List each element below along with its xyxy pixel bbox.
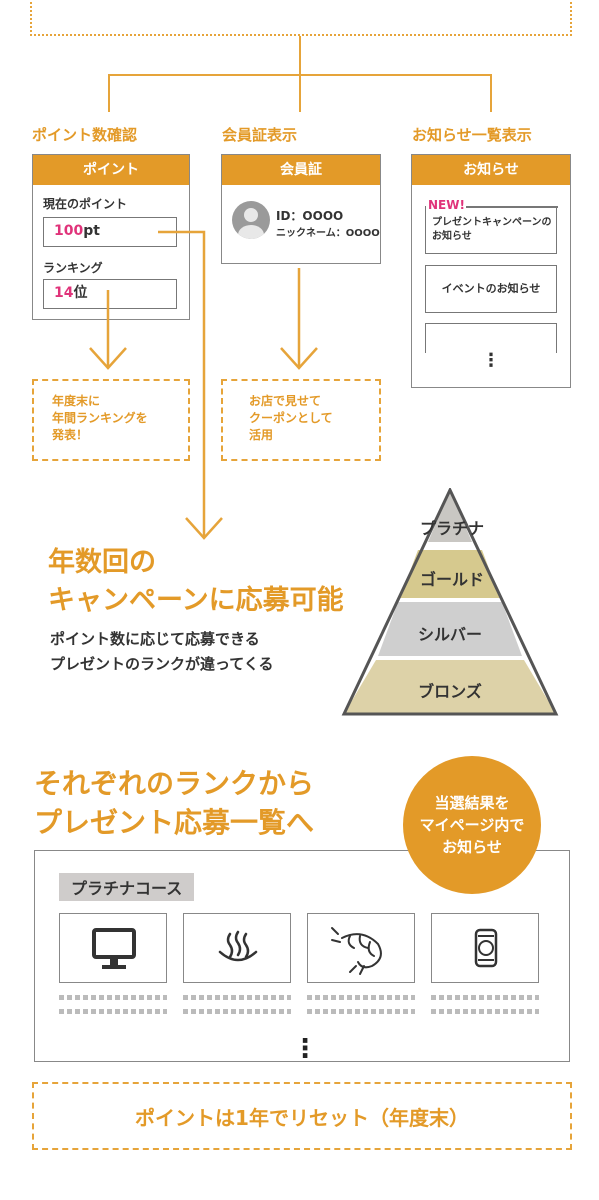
top-section-box [30,0,572,36]
prize-item-hot-spring[interactable] [183,913,291,983]
prize-list-panel: プラチナコース [34,850,570,1062]
news-card-header: お知らせ [412,155,570,185]
prize-item-beer-can[interactable] [431,913,539,983]
coupon-note-box: お店で見せて クーポンとして 活用 [221,379,381,461]
bubble-line-2: マイページ内で [419,816,525,834]
campaign-heading-line-1: 年数回の [48,547,156,578]
connector-center-drop [299,74,301,112]
ranking-note-box: 年度末に 年間ランキングを 発表！ [32,379,190,461]
bubble-line-3: お知らせ [442,838,502,856]
ranking-label: ランキング [43,261,103,275]
points-unit: pt [83,223,100,239]
rank-label-platinum: プラチナ [419,519,484,538]
monitor-icon [92,928,136,969]
rank-value-field: 14位 [43,279,177,309]
reset-note-text: ポイントは1年でリセット（年度末） [135,1106,469,1130]
pyramid-tier-silver [378,602,522,656]
rank-label-silver: シルバー [417,625,482,644]
prize-text-placeholder [307,995,415,1000]
connector-vertical-main [299,36,301,76]
news-column-title: お知らせ一覧表示 [412,126,532,144]
ranking-note-line-2: 年間ランキングを [52,411,148,425]
result-notice-bubble: 当選結果を マイページ内で お知らせ [403,756,541,894]
pyramid-tier-platinum [428,490,472,542]
shrimp-icon [331,927,382,975]
news-card: お知らせ NEW! プレゼントキャンペーンのお知らせ イベントのお知らせ ⋮ [411,154,571,388]
new-badge: NEW! [428,198,465,212]
prize-text-placeholder [183,1009,291,1014]
rank-value: 14 [54,285,74,301]
prizes-heading-line-2: プレゼント応募一覧へ [34,806,315,839]
rank-label-gold: ゴールド [419,570,484,589]
reset-note-box: ポイントは1年でリセット（年度末） [32,1082,572,1150]
beer-can-icon [474,928,498,968]
connector-right-drop [490,74,492,112]
campaign-desc-line-1: ポイント数に応じて応募できる [50,630,260,648]
coupon-note-line-1: お店で見せて [249,394,322,408]
hot-spring-icon [218,930,258,962]
news-item-placeholder [425,323,557,353]
arrowhead-points [89,347,127,370]
member-id: ID：OOOO [276,209,344,223]
arrow-points-to-campaign [158,230,206,538]
rank-pyramid [341,488,559,716]
course-label: プラチナコース [59,873,195,901]
pyramid-tier-platinum-band [416,542,484,548]
avatar [232,201,270,239]
arrowhead-member [280,347,318,370]
arrowhead-campaign [185,517,223,540]
coupon-note-line-2: クーポンとして [249,411,333,425]
member-column-title: 会員証表示 [222,126,298,144]
connector-arrows [89,230,318,540]
prizes-heading-line-1: それぞれのランクから [34,767,315,800]
prize-text-placeholder [59,995,167,1000]
campaign-heading-line-2: キャンペーンに応募可能 [48,585,344,616]
prize-text-placeholder [307,1009,415,1014]
news-item-label: プレゼントキャンペーンのお知らせ [432,217,552,242]
prize-item-monitor[interactable] [59,913,167,983]
member-nickname: ニックネーム：OOOO [276,228,380,239]
campaign-desc-line-2: プレゼントのランクが違ってくる [50,655,274,673]
news-item-new[interactable]: NEW! プレゼントキャンペーンのお知らせ [425,198,558,254]
pyramid-outline [341,488,559,716]
ranking-note-line-1: 年度末に [52,394,101,408]
points-card-header: ポイント [33,155,189,185]
points-column-title: ポイント数確認 [32,126,138,144]
prizes-more-dots[interactable]: ⋮ [292,1034,318,1064]
rank-label-bronze: ブロンズ [418,682,482,701]
member-card-header: 会員証 [222,155,380,185]
member-card: 会員証 ID：OOOO ニックネーム：OOOO [221,154,381,264]
prize-text-placeholder [183,995,291,1000]
current-points-label: 現在のポイント [43,197,128,211]
prize-text-placeholder [431,995,539,1000]
prize-text-placeholder [59,1009,167,1014]
prize-text-placeholder [431,1009,539,1014]
news-item-label: イベントのお知らせ [441,282,541,295]
bubble-line-1: 当選結果を [434,794,510,812]
points-value: 100 [54,223,84,239]
rank-unit: 位 [73,285,88,301]
connector-left-drop [108,74,110,112]
news-more-dots[interactable]: ⋮ [482,350,500,371]
prize-item-shrimp[interactable] [307,913,415,983]
coupon-note-line-3: 活用 [249,428,274,442]
news-item-event[interactable]: イベントのお知らせ [425,265,557,313]
points-card: ポイント 現在のポイント 100pt ランキング 14位 [32,154,190,320]
pyramid-tier-gold [400,550,500,598]
pyramid-tier-bronze [344,660,556,714]
ranking-note-line-3: 発表！ [52,428,89,442]
